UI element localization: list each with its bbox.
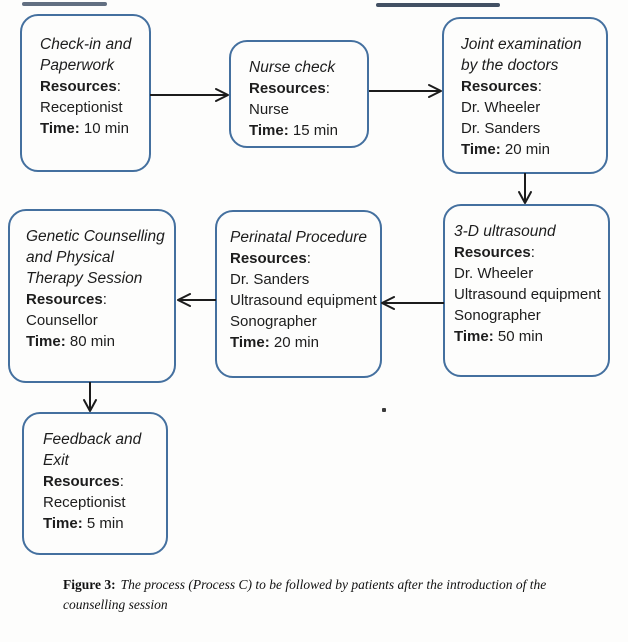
figure-caption: Figure 3:The process (Process C) to be f… [63,575,548,615]
node-title: Nurse check [249,59,336,76]
resources-list: Counsellor [26,312,98,329]
time-line: Time: 80 min [26,333,115,350]
scan-artifact-top-right [376,3,500,7]
node-check-in-paperwork: Check-in and Paperwork Resources: Recept… [20,14,151,172]
time-line: Time: 5 min [43,515,124,532]
arrow-counselling-to-feedback-icon [83,382,97,412]
time-line: Time: 20 min [461,141,550,158]
time-line: Time: 15 min [249,122,338,139]
resources-label: Resources: [461,78,542,95]
arrow-jointexam-to-ultrasound-icon [518,173,532,204]
scan-artifact-speck [382,408,386,412]
time-line: Time: 20 min [230,334,319,351]
node-feedback-exit: Feedback and Exit Resources: Receptionis… [22,412,168,555]
node-title: Check-in and Paperwork [40,36,132,74]
scan-artifact-top-left [22,2,107,6]
resources-label: Resources: [40,78,121,95]
resources-list: Receptionist [43,494,126,511]
node-genetic-counselling: Genetic Counselling and Physical Therapy… [8,209,176,383]
figure-caption-label: Figure 3: [63,577,116,592]
node-joint-examination: Joint examination by the doctors Resourc… [442,17,608,174]
node-title: 3-D ultrasound [454,223,556,240]
resources-label: Resources: [249,80,330,97]
arrow-checkin-to-nursecheck-icon [150,88,229,102]
resources-list: Dr. Sanders Ultrasound equipment Sonogra… [230,271,377,330]
node-3d-ultrasound: 3-D ultrasound Resources: Dr. Wheeler Ul… [443,204,610,377]
node-perinatal-procedure: Perinatal Procedure Resources: Dr. Sande… [215,210,382,378]
arrow-nursecheck-to-jointexam-icon [369,84,442,98]
figure-caption-text: The process (Process C) to be followed b… [63,577,547,612]
node-title: Joint examination by the doctors [461,36,582,74]
node-title: Genetic Counselling and Physical Therapy… [26,228,165,287]
resources-list: Dr. Wheeler Ultrasound equipment Sonogra… [454,265,601,324]
resources-list: Receptionist [40,99,123,116]
time-line: Time: 50 min [454,328,543,345]
resources-list: Nurse [249,101,290,118]
node-title: Perinatal Procedure [230,229,367,246]
arrow-perinatal-to-counselling-icon [177,293,216,307]
time-line: Time: 10 min [40,120,129,137]
arrow-ultrasound-to-perinatal-icon [381,296,444,310]
resources-label: Resources: [454,244,535,261]
node-nurse-check: Nurse check Resources: Nurse Time: 15 mi… [229,40,369,148]
resources-label: Resources: [43,473,124,490]
resources-label: Resources: [26,291,107,308]
node-title: Feedback and Exit [43,431,142,469]
resources-list: Dr. Wheeler Dr. Sanders [461,99,541,137]
resources-label: Resources: [230,250,311,267]
